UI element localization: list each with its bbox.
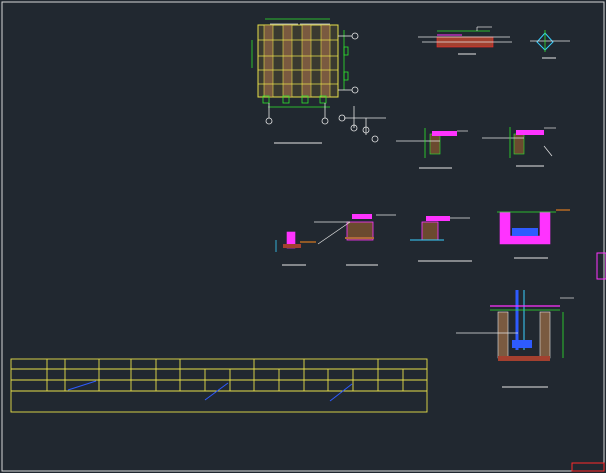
detail-column-base[interactable]: [275, 231, 316, 266]
table-diagonal-marks: [67, 380, 353, 402]
detail-footing-a[interactable]: [314, 214, 396, 266]
detail-cyan-joint[interactable]: [530, 30, 570, 59]
plan-beams: [258, 39, 338, 85]
detail-wall-junction-b[interactable]: [482, 127, 556, 167]
detail-wall-junction-a[interactable]: [396, 128, 468, 169]
table-columns: [46, 359, 404, 391]
plan-dimensions: [251, 18, 349, 108]
plan-hatched-strips: [263, 24, 331, 98]
plan-grid-bubbles: [265, 23, 359, 125]
detail-pit-section[interactable]: [456, 290, 574, 388]
schedule-table[interactable]: [10, 358, 428, 413]
foundation-plan[interactable]: [251, 18, 359, 144]
detail-footing-b[interactable]: [410, 216, 472, 262]
detail-channel[interactable]: [497, 209, 570, 259]
table-outline: [10, 358, 428, 413]
layout-tab-marker: [571, 462, 605, 472]
viewport-side-marker: [596, 252, 606, 280]
section-marker: [338, 106, 386, 143]
detail-slab-section[interactable]: [418, 26, 512, 55]
